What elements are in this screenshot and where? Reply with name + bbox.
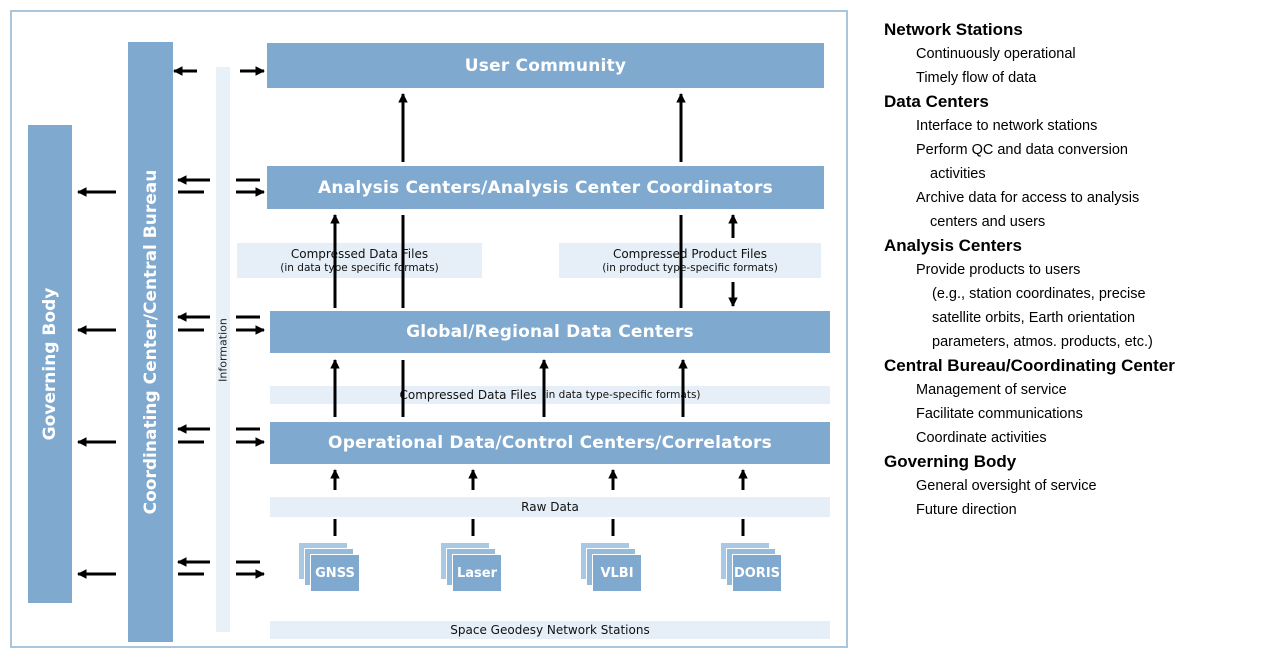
compressed-data-files-2-label: Compressed Data Files xyxy=(399,388,537,402)
station-vlbi: VLBI xyxy=(580,542,642,598)
compressed-product-files-note: (in product type-specific formats) xyxy=(602,261,778,274)
operational-centers-box: Operational Data/Control Centers/Correla… xyxy=(270,422,830,464)
legend-item: Facilitate communications xyxy=(916,406,1083,422)
station-laser: Laser xyxy=(440,542,502,598)
legend-item: (e.g., station coordinates, precise xyxy=(932,286,1146,302)
station-doris: DORIS xyxy=(720,542,782,598)
station-gnss-label: GNSS xyxy=(310,554,360,592)
legend-item: Interface to network stations xyxy=(916,118,1098,134)
data-centers-box: Global/Regional Data Centers xyxy=(270,311,830,353)
legend-item: parameters, atmos. products, etc.) xyxy=(932,334,1153,350)
compressed-data-files-2-band: Compressed Data Files (in data type-spec… xyxy=(270,386,830,404)
legend-item: Archive data for access to analysis xyxy=(916,190,1140,206)
station-laser-label: Laser xyxy=(452,554,502,592)
compressed-product-files-label: Compressed Product Files xyxy=(612,246,768,261)
legend-item: General oversight of service xyxy=(916,478,1097,494)
raw-data-label: Raw Data xyxy=(521,500,579,514)
governing-body-box: Governing Body xyxy=(28,125,72,603)
legend-heading: Central Bureau/Coordinating Center xyxy=(884,356,1175,375)
network-stations-band: Space Geodesy Network Stations xyxy=(270,621,830,639)
user-community-label: User Community xyxy=(464,55,627,76)
compressed-product-files-band: Compressed Product Files (in product typ… xyxy=(559,243,821,278)
raw-data-band: Raw Data xyxy=(270,497,830,517)
organization-diagram: Governing Body Coordinating Center/Centr… xyxy=(10,10,848,648)
legend-item: Continuously operational xyxy=(916,46,1076,62)
legend-item: activities xyxy=(930,166,986,182)
compressed-data-files-band: Compressed Data Files (in data type spec… xyxy=(237,243,482,278)
data-centers-label: Global/Regional Data Centers xyxy=(406,322,694,342)
compressed-data-files-2-note: (in data type-specific formats) xyxy=(541,389,701,401)
legend-heading: Network Stations xyxy=(884,20,1023,39)
legend-item: Perform QC and data conversion xyxy=(916,142,1128,158)
station-doris-label: DORIS xyxy=(732,554,782,592)
station-vlbi-label: VLBI xyxy=(592,554,642,592)
analysis-centers-box: Analysis Centers/Analysis Center Coordin… xyxy=(267,166,824,209)
legend-item: Future direction xyxy=(916,502,1017,518)
analysis-centers-label: Analysis Centers/Analysis Center Coordin… xyxy=(318,177,773,198)
network-stations-label: Space Geodesy Network Stations xyxy=(450,623,650,637)
operational-centers-label: Operational Data/Control Centers/Correla… xyxy=(328,433,772,453)
information-column: Information xyxy=(216,67,230,632)
user-community-box: User Community xyxy=(267,43,824,88)
legend-item: satellite orbits, Earth orientation xyxy=(932,310,1136,326)
arrows-layer xyxy=(77,66,748,579)
legend-item: Management of service xyxy=(916,382,1067,398)
legend-item: centers and users xyxy=(930,214,1046,230)
legend-heading: Governing Body xyxy=(884,452,1017,471)
compressed-data-files-label: Compressed Data Files xyxy=(290,246,429,261)
coordinating-center-box: Coordinating Center/Central Bureau xyxy=(128,42,173,642)
station-gnss: GNSS xyxy=(298,542,360,598)
legend-item: Coordinate activities xyxy=(916,430,1047,446)
legend-item: Timely flow of data xyxy=(916,70,1037,86)
legend-heading: Data Centers xyxy=(884,92,989,111)
legend-heading: Analysis Centers xyxy=(884,236,1022,255)
legend-item: Provide products to users xyxy=(916,262,1081,278)
compressed-data-files-note: (in data type specific formats) xyxy=(280,261,439,274)
